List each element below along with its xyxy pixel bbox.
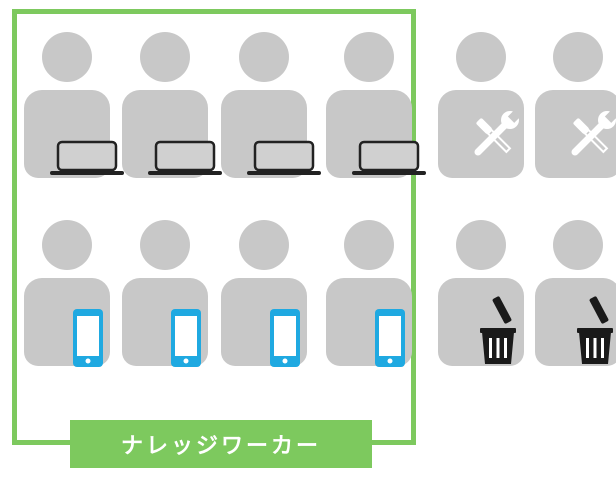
person-figure — [24, 220, 110, 368]
trash-icon — [575, 296, 615, 366]
person-figure — [24, 32, 124, 178]
wrench-screwdriver-icon — [466, 108, 522, 164]
person-figure — [326, 32, 426, 178]
person-figure — [221, 220, 307, 368]
smartphone-icon — [269, 308, 301, 368]
person-head — [42, 32, 92, 82]
person-head — [456, 32, 506, 82]
person-figure — [221, 32, 321, 178]
person-figure — [535, 32, 616, 178]
laptop-icon — [146, 140, 224, 176]
person-head — [42, 220, 92, 270]
person-head — [140, 220, 190, 270]
person-head — [239, 32, 289, 82]
person-head — [553, 220, 603, 270]
person-figure — [438, 220, 524, 366]
person-figure — [122, 32, 222, 178]
person-figure — [326, 220, 412, 368]
laptop-icon — [48, 140, 126, 176]
person-figure — [122, 220, 208, 368]
smartphone-icon — [72, 308, 104, 368]
person-head — [344, 32, 394, 82]
person-figure — [535, 220, 616, 366]
knowledge-worker-label: ナレッジワーカー — [70, 420, 372, 468]
person-head — [553, 32, 603, 82]
trash-icon — [478, 296, 518, 366]
wrench-screwdriver-icon — [563, 108, 616, 164]
person-head — [344, 220, 394, 270]
laptop-icon — [350, 140, 428, 176]
person-head — [239, 220, 289, 270]
person-head — [456, 220, 506, 270]
person-body — [438, 90, 524, 178]
laptop-icon — [245, 140, 323, 176]
smartphone-icon — [170, 308, 202, 368]
person-body — [535, 90, 616, 178]
smartphone-icon — [374, 308, 406, 368]
person-head — [140, 32, 190, 82]
person-figure — [438, 32, 524, 178]
